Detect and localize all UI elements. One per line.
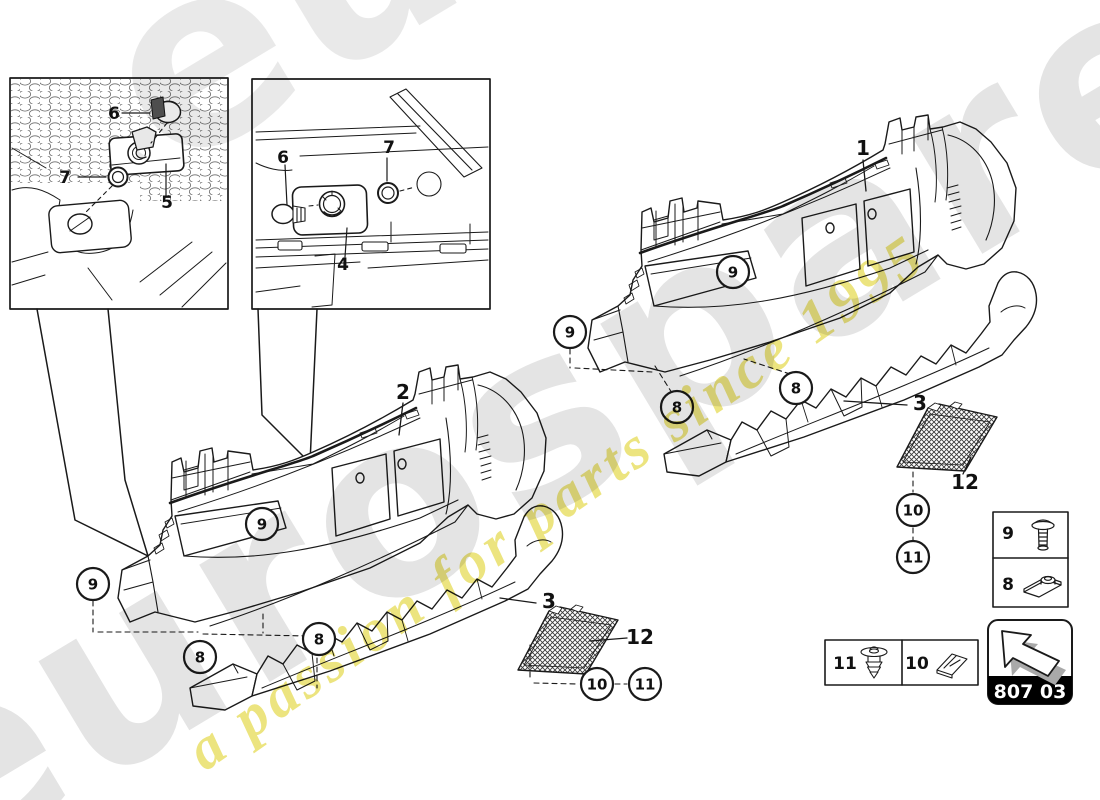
dashed-locators-left bbox=[92, 600, 628, 689]
rail-tab-3 bbox=[439, 243, 467, 254]
dashed-locators-right bbox=[569, 348, 914, 541]
code-box-black-bar bbox=[988, 676, 1072, 704]
leader-12-left bbox=[589, 637, 628, 642]
callout-9a-right: 9 bbox=[728, 264, 738, 282]
callout-6-box2: 6 bbox=[277, 148, 289, 168]
legend-vertical-table: 9 8 bbox=[992, 511, 1069, 608]
callout-circle-11-left bbox=[627, 666, 663, 702]
bolt-icon bbox=[1031, 519, 1055, 551]
inset-box-2-frame bbox=[251, 78, 491, 310]
clip-nut-icon bbox=[1023, 575, 1062, 598]
inset-detail-box-1: 6 7 5 bbox=[9, 77, 229, 310]
callout-circle-8b-right bbox=[659, 389, 695, 425]
callout-11-left: 11 bbox=[635, 676, 656, 694]
leader-4-box2 bbox=[344, 227, 348, 258]
dash-links-box2 bbox=[308, 186, 416, 207]
callout-10-left: 10 bbox=[587, 676, 608, 694]
legend-10-label: 10 bbox=[905, 654, 929, 674]
callout-8b-right: 8 bbox=[672, 399, 682, 417]
label-1: 1 bbox=[856, 136, 870, 160]
legend-9-label: 9 bbox=[1002, 524, 1014, 544]
callout-9b-left: 9 bbox=[88, 576, 98, 594]
label-12-right: 12 bbox=[951, 470, 979, 494]
mesh-grille-12-right bbox=[896, 401, 998, 472]
callout-circle-9a-right bbox=[715, 254, 751, 290]
callout-11-right: 11 bbox=[903, 549, 924, 567]
leader-3-right bbox=[843, 400, 908, 406]
grille-mesh-texture-2 bbox=[140, 183, 227, 201]
callout-circle-9b-left bbox=[75, 566, 111, 602]
leader-1 bbox=[862, 159, 867, 192]
leader-6-box2 bbox=[284, 164, 288, 206]
sheet-clip-icon bbox=[936, 653, 968, 679]
callout-circle-11-right bbox=[895, 539, 931, 575]
callout-circle-10-left bbox=[579, 666, 615, 702]
inset-box-1-pointer bbox=[36, 308, 149, 557]
leader-2 bbox=[398, 402, 404, 436]
label-2: 2 bbox=[396, 380, 410, 404]
legend-horizontal-table: 11 10 bbox=[824, 639, 979, 686]
dash-6-to-bracket bbox=[150, 122, 168, 144]
leader-3-left bbox=[499, 597, 537, 604]
inset-detail-box-2: 6 7 4 bbox=[251, 78, 491, 310]
inset-box-2-pointer bbox=[257, 308, 318, 464]
part-7-ring-box2 bbox=[377, 171, 442, 204]
rail-tab-1 bbox=[277, 240, 303, 251]
body-contour-lines bbox=[11, 147, 227, 308]
legend-v-frame bbox=[992, 511, 1069, 608]
panel-lines-top bbox=[255, 125, 489, 171]
part-6-clip-seated bbox=[131, 126, 157, 159]
part-7-ring bbox=[107, 166, 129, 188]
callout-8b-left: 8 bbox=[195, 649, 205, 667]
callout-9a-left: 9 bbox=[257, 516, 267, 534]
label-3-left: 3 bbox=[542, 589, 556, 613]
callout-9b-right: 9 bbox=[565, 324, 575, 342]
leader-12-right bbox=[962, 456, 972, 475]
callout-circle-9b-right bbox=[552, 314, 588, 350]
callout-circle-9a-left bbox=[244, 506, 280, 542]
direction-arrow-icon bbox=[1001, 630, 1066, 685]
legend-8-label: 8 bbox=[1002, 575, 1014, 595]
callout-8a-left: 8 bbox=[314, 631, 324, 649]
legend-11-label: 11 bbox=[833, 654, 857, 674]
bumper-assembly-left: 2 3 12 9 9 8 8 10 11 bbox=[75, 363, 663, 711]
panel-opening bbox=[48, 199, 132, 254]
callout-7-box2: 7 bbox=[383, 138, 395, 158]
part-6-sensor bbox=[150, 96, 182, 124]
callout-circle-8b-left bbox=[182, 639, 218, 675]
part-code-text: 807 03 bbox=[994, 681, 1067, 703]
part-4-bracket bbox=[291, 184, 369, 236]
dash-7-to-hole bbox=[85, 185, 113, 213]
lower-body-lines bbox=[255, 253, 489, 308]
rail-tab-2 bbox=[361, 241, 389, 252]
label-12-left: 12 bbox=[626, 625, 654, 649]
callout-circle-10-right bbox=[895, 492, 931, 528]
label-3-right: 3 bbox=[913, 391, 927, 415]
part-6-sensor-box2 bbox=[271, 203, 306, 225]
push-rivet-icon bbox=[860, 646, 888, 679]
callout-10-right: 10 bbox=[903, 502, 924, 520]
callout-8a-right: 8 bbox=[791, 380, 801, 398]
callout-circle-8a-left bbox=[301, 621, 337, 657]
callout-circle-8a-right bbox=[778, 370, 814, 406]
callout-4-box2: 4 bbox=[337, 255, 349, 275]
blade-brace bbox=[389, 88, 483, 178]
callout-5-box1: 5 bbox=[161, 193, 173, 213]
bumper-assembly-right: 1 3 12 9 9 8 8 10 11 bbox=[552, 113, 1038, 575]
callout-6-box1: 6 bbox=[108, 104, 120, 124]
part-code-box: 807 03 bbox=[987, 619, 1073, 705]
callout-7-box1: 7 bbox=[59, 168, 71, 188]
